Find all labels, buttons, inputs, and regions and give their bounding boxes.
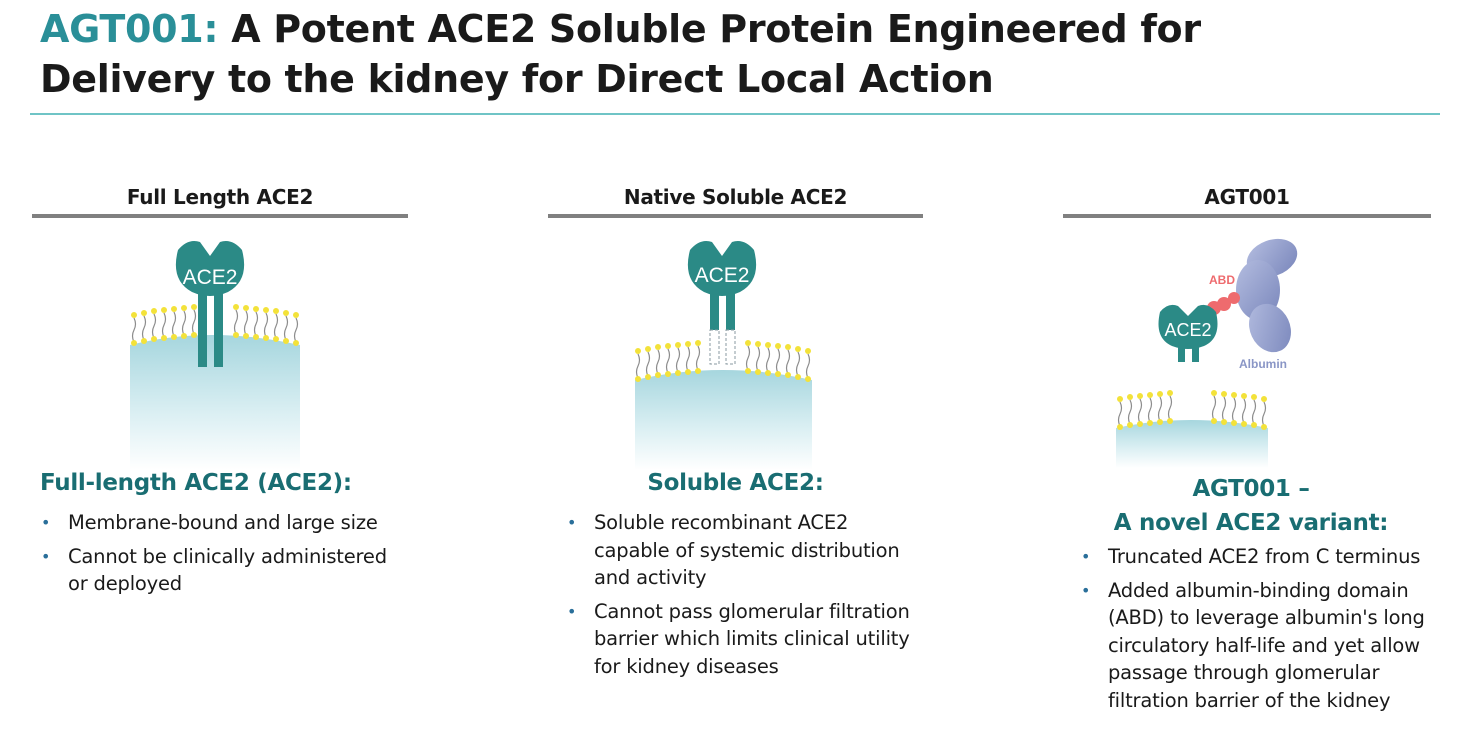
cell-body xyxy=(1116,420,1268,468)
cell-body xyxy=(130,335,300,470)
lipid-bilayer-left xyxy=(1117,390,1173,430)
full-length-ace2-illustration: ACE2 xyxy=(130,241,300,470)
list-item: Cannot pass glomerular filtration barrie… xyxy=(566,598,916,681)
bullet-list-native-soluble: Soluble recombinant ACE2 capable of syst… xyxy=(566,509,916,686)
ace2-label: ACE2 xyxy=(695,264,750,287)
slide-title: AGT001: A Potent ACE2 Soluble Protein En… xyxy=(40,4,1420,104)
list-item: Truncated ACE2 from C terminus xyxy=(1080,543,1440,571)
native-soluble-ace2-illustration: ACE2 xyxy=(635,241,812,470)
title-line1-rest: A Potent ACE2 Soluble Protein Engineered… xyxy=(218,7,1201,51)
column-header-full-length: Full Length ACE2 xyxy=(126,185,314,209)
ace2-protein: ACE2 xyxy=(175,241,245,367)
ace2-protein: ACE2 xyxy=(1158,304,1218,362)
column-divider-native-soluble xyxy=(548,214,923,218)
lipid-bilayer-right xyxy=(745,340,811,382)
lipid-bilayer-left xyxy=(131,304,197,346)
title-divider xyxy=(30,113,1440,115)
title-line2: Delivery to the kidney for Direct Local … xyxy=(40,57,994,101)
column-header-agt001: AGT001 xyxy=(1204,185,1290,209)
albumin-label: Albumin xyxy=(1239,357,1287,371)
ace2-label: ACE2 xyxy=(1164,320,1211,340)
albumin-protein: Albumin xyxy=(1236,238,1298,371)
list-item: Added albumin-binding domain (ABD) to le… xyxy=(1080,577,1440,715)
abd-domain: ABD xyxy=(1207,273,1240,315)
abd-label: ABD xyxy=(1209,273,1235,287)
column-subtitle-agt001-line1: AGT001 – xyxy=(1192,476,1310,502)
cell-body xyxy=(635,370,812,470)
list-item: Cannot be clinically administered or dep… xyxy=(40,543,400,598)
column-subtitle-agt001-line2: A novel ACE2 variant: xyxy=(1113,510,1389,536)
ace2-protein: ACE2 xyxy=(687,241,757,365)
column-subtitle-native-soluble: Soluble ACE2: xyxy=(647,470,824,496)
column-subtitle-full-length: Full-length ACE2 (ACE2): xyxy=(40,470,352,496)
bullet-list-agt001: Truncated ACE2 from C terminus Added alb… xyxy=(1080,543,1440,720)
lipid-bilayer-right xyxy=(233,304,299,346)
column-subtitle-agt001: AGT001 – A novel ACE2 variant: xyxy=(1063,472,1439,540)
column-divider-full-length xyxy=(32,214,408,218)
list-item: Membrane-bound and large size xyxy=(40,509,400,537)
lipid-bilayer-left xyxy=(635,340,701,382)
ace2-label: ACE2 xyxy=(183,266,238,289)
title-accent: AGT001: xyxy=(40,7,219,51)
bullet-list-full-length: Membrane-bound and large size Cannot be … xyxy=(40,509,400,604)
column-divider-agt001 xyxy=(1063,214,1431,218)
agt001-illustration: Albumin ABD ACE2 xyxy=(1116,238,1298,468)
column-header-native-soluble: Native Soluble ACE2 xyxy=(623,185,848,209)
lipid-bilayer-right xyxy=(1211,390,1267,430)
list-item: Soluble recombinant ACE2 capable of syst… xyxy=(566,509,916,592)
